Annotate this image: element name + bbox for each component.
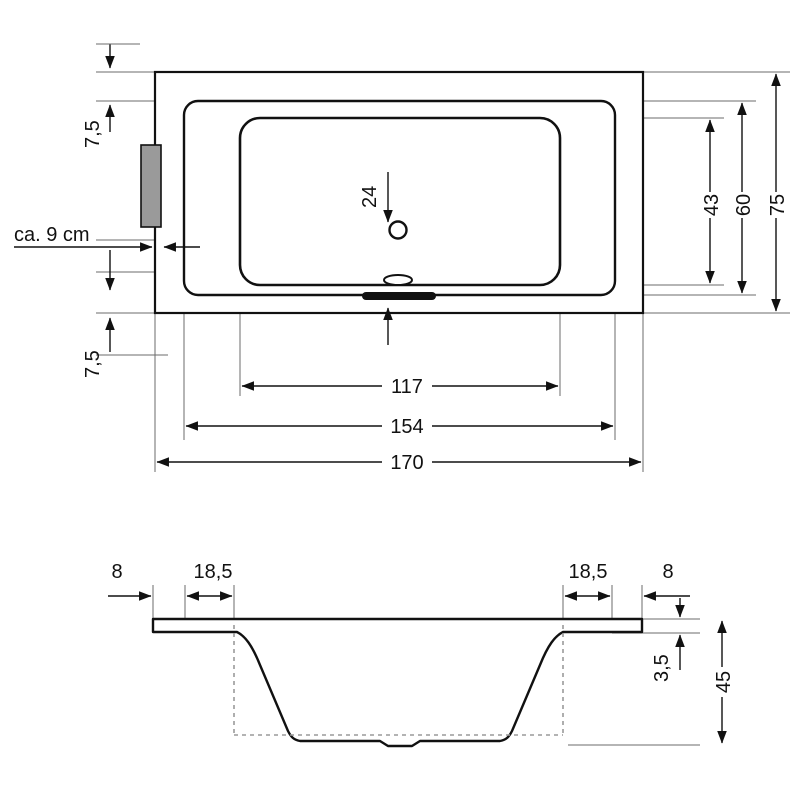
overflow-oval <box>383 274 413 286</box>
dim-outer-width: 170 <box>156 452 642 474</box>
dim-rim-left: 8 <box>108 561 152 601</box>
dim-label-offset-bottom: 7,5 <box>82 350 104 378</box>
filler-slot <box>362 292 436 300</box>
waste-fitting-block <box>140 144 162 228</box>
dim-inner-depth: 43 <box>701 119 723 284</box>
dim-slope-left: 18,5 <box>186 561 233 601</box>
dim-offset-top: 7,5 <box>82 43 140 148</box>
dim-mid-width: 154 <box>185 416 614 438</box>
dim-label-8-left: 8 <box>111 561 122 583</box>
dim-slope-right: 18,5 <box>564 561 611 601</box>
dim-total-height: 45 <box>713 620 735 744</box>
dim-label-170: 170 <box>390 452 423 474</box>
annotation-label-ca-9-cm: ca. 9 cm <box>14 224 90 246</box>
dim-label-43: 43 <box>701 194 723 216</box>
tub-section-profile <box>151 617 644 748</box>
dim-label-offset-top: 7,5 <box>82 120 104 148</box>
dim-label-18-5-left: 18,5 <box>194 561 233 583</box>
section-dashed-reference <box>233 625 564 736</box>
dim-drain-offset: 24 <box>359 172 393 223</box>
dim-rim-right: 8 <box>643 561 690 601</box>
basin-rounded-rect <box>238 116 562 287</box>
dim-label-24: 24 <box>359 186 381 208</box>
dim-label-154: 154 <box>390 416 423 438</box>
dim-label-117: 117 <box>391 376 423 398</box>
dim-outer-depth: 75 <box>767 73 789 312</box>
dim-label-75: 75 <box>767 194 789 216</box>
dim-offset-bottom: 7,5 <box>82 317 115 378</box>
dim-inner-width: 117 <box>241 376 559 398</box>
dim-label-60: 60 <box>733 194 755 216</box>
dim-label-8-right: 8 <box>662 561 673 583</box>
dim-label-3-5: 3,5 <box>651 654 673 682</box>
cross-section-group: 8 18,5 18,5 8 3,5 45 <box>108 561 735 748</box>
dim-rim-height: 3,5 <box>651 598 685 682</box>
annotation-ca-9-cm: ca. 9 cm <box>14 224 200 291</box>
dim-label-45: 45 <box>713 671 735 693</box>
drain-hole <box>388 220 408 240</box>
dim-mid-depth: 60 <box>733 102 755 294</box>
dim-label-18-5-right: 18,5 <box>569 561 608 583</box>
top-view-group: 7,5 7,5 ca. 9 cm 24 117 <box>14 43 790 474</box>
